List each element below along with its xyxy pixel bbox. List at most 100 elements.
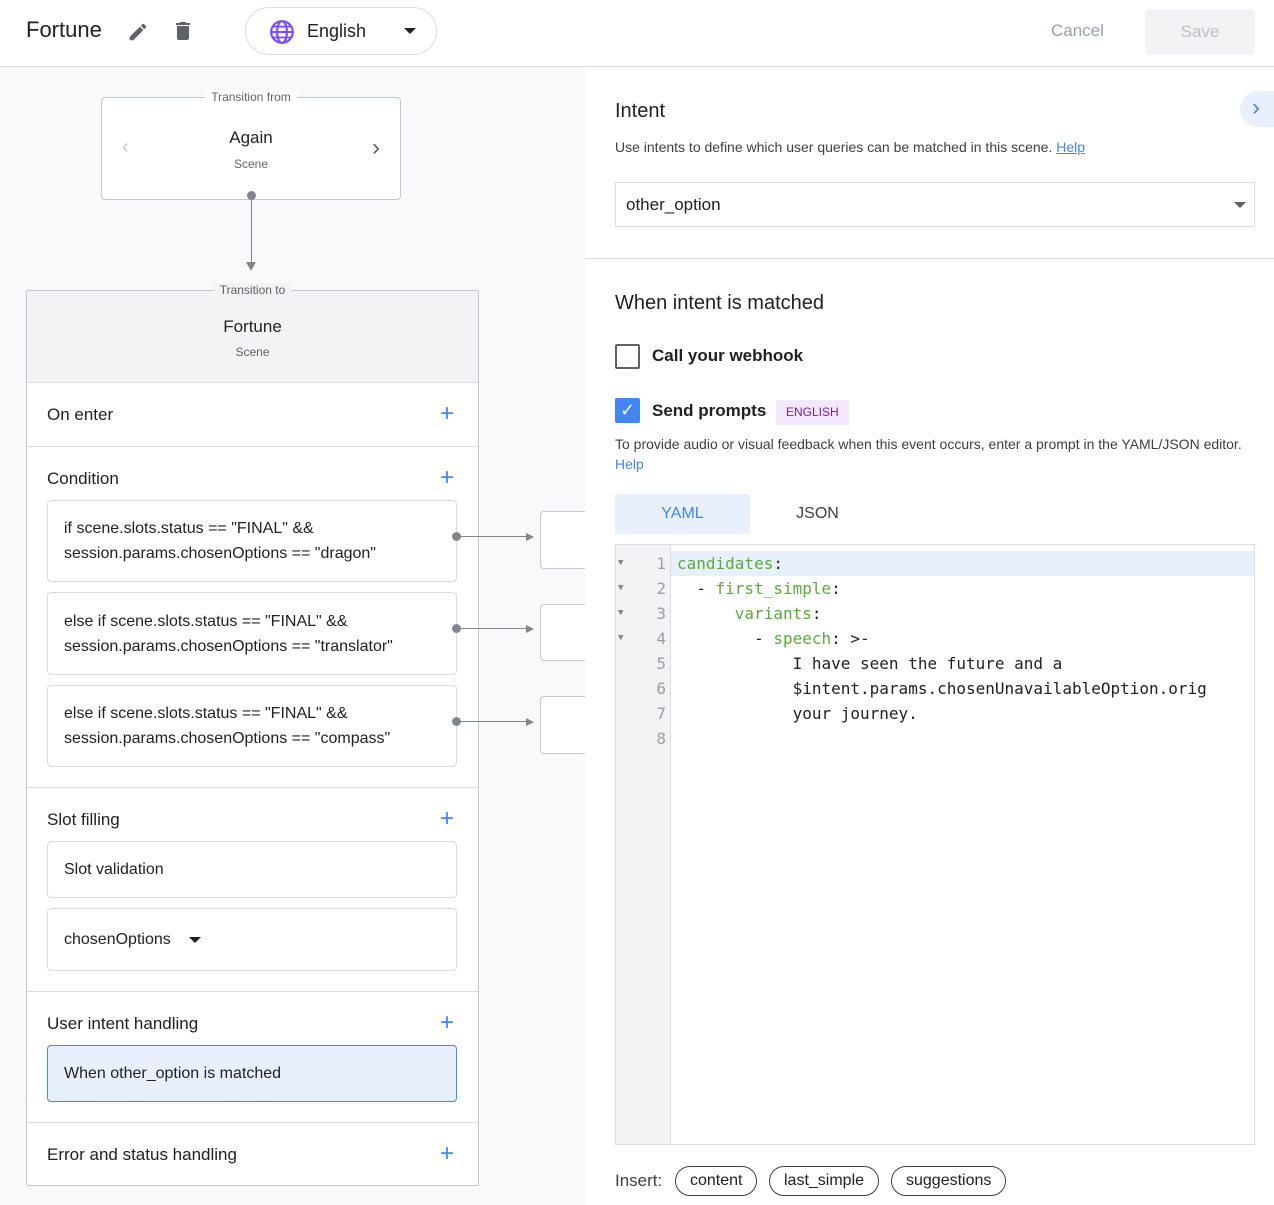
connector-dot <box>452 624 461 633</box>
line-number: 2 <box>656 579 666 598</box>
tab-json[interactable]: JSON <box>796 505 839 522</box>
code-value: I have seen the future and a <box>792 654 1063 673</box>
language-badge: ENGLISH <box>776 400 849 425</box>
intent-item-label: When other_option is matched <box>64 1065 282 1082</box>
insert-label: Insert: <box>615 1171 663 1190</box>
code-key: speech <box>773 629 832 648</box>
delete-trash-icon[interactable] <box>171 18 195 44</box>
insert-chip-suggestions[interactable]: suggestions <box>891 1166 1007 1196</box>
line-number: 7 <box>656 704 666 723</box>
chevron-left-icon[interactable]: ‹ <box>122 136 129 158</box>
code-text: $intent.params.chosenUnavailableOption.o… <box>677 676 1207 701</box>
arrow-right-icon <box>526 533 534 541</box>
from-scene-name: Again <box>229 128 273 147</box>
add-condition-plus-icon[interactable]: + <box>439 464 454 491</box>
slot-filling-section: Slot filling + Slot validation chosenOpt… <box>27 787 478 991</box>
target-scene-card[interactable] <box>540 696 590 754</box>
send-prompts-checkbox[interactable]: ✓ <box>615 398 640 423</box>
code-line: ▼ 2 - first_simple: <box>616 576 1254 601</box>
scene-card-header: Transition to Fortune Scene <box>27 283 478 382</box>
scene-card: Transition to Fortune Scene On enter + C… <box>26 283 479 1186</box>
code-line: 6 $intent.params.chosenUnavailableOption… <box>616 676 1254 701</box>
divider <box>585 258 1274 259</box>
code-key: candidates <box>677 554 774 573</box>
send-prompts-label: Send prompts <box>652 401 767 420</box>
condition-text: else if scene.slots.status == "FINAL" && <box>64 612 348 630</box>
help-link[interactable]: Help <box>1056 139 1086 155</box>
fold-arrow-icon[interactable]: ▼ <box>618 558 624 568</box>
code-value: : <box>831 579 841 598</box>
condition-text: session.params.chosenOptions == "compass… <box>64 730 391 747</box>
intent-select-value: other_option <box>626 195 721 214</box>
webhook-checkbox[interactable] <box>615 344 640 369</box>
code-value: : <box>773 554 783 573</box>
add-on-enter-plus-icon[interactable]: + <box>439 400 454 427</box>
code-text: - speech: >- <box>677 626 870 651</box>
edit-pencil-icon[interactable] <box>127 21 149 43</box>
code-indent: - <box>677 579 716 598</box>
code-indent <box>677 604 735 623</box>
prompts-description: To provide audio or visual feedback when… <box>615 434 1255 474</box>
code-value: : <box>811 604 822 623</box>
connector-dot <box>452 532 461 541</box>
language-label: English <box>307 21 367 41</box>
to-scene-name: Fortune <box>223 317 282 336</box>
transition-from-card[interactable]: Transition from ‹ Again Scene › <box>101 90 401 200</box>
condition-text: session.params.chosenOptions == "dragon" <box>64 545 376 562</box>
editor-gutter <box>616 545 671 1144</box>
scene-flow-canvas: Transition from ‹ Again Scene › Transiti… <box>0 67 590 1205</box>
intent-description: Use intents to define which user queries… <box>615 139 1085 155</box>
cancel-button[interactable]: Cancel <box>1051 21 1104 40</box>
connector-dot <box>247 191 256 200</box>
insert-chip-last-simple[interactable]: last_simple <box>769 1166 880 1196</box>
line-number: 8 <box>656 729 666 748</box>
fold-arrow-icon[interactable]: ▼ <box>618 633 624 643</box>
code-value: $intent.params.chosenUnavailableOption.o… <box>792 679 1207 698</box>
slot-item[interactable]: chosenOptions <box>47 908 457 971</box>
matched-title: When intent is matched <box>615 292 824 314</box>
condition-item[interactable]: if scene.slots.status == "FINAL" &&sessi… <box>47 500 457 582</box>
slot-validation-label: Slot validation <box>64 861 164 878</box>
fold-arrow-icon[interactable]: ▼ <box>618 583 624 593</box>
line-number: 5 <box>656 654 666 673</box>
prompts-description-text: To provide audio or visual feedback when… <box>615 436 1242 452</box>
arrow-right-icon <box>526 625 534 633</box>
intent-description-text: Use intents to define which user queries… <box>615 139 1053 155</box>
scene-title: Fortune <box>26 17 102 42</box>
slot-validation-item[interactable]: Slot validation <box>47 841 457 898</box>
line-number: 3 <box>656 604 666 623</box>
line-number: 4 <box>656 629 666 648</box>
code-text: - first_simple: <box>677 576 841 601</box>
condition-item[interactable]: else if scene.slots.status == "FINAL" &&… <box>47 592 457 675</box>
tab-yaml[interactable]: YAML <box>615 494 750 534</box>
save-button[interactable]: Save <box>1145 9 1255 55</box>
code-indent <box>677 679 793 698</box>
insert-chip-content[interactable]: content <box>675 1166 758 1196</box>
language-select[interactable]: English <box>245 7 437 55</box>
add-slot-plus-icon[interactable]: + <box>439 805 454 832</box>
on-enter-section[interactable]: On enter + <box>27 382 478 446</box>
add-intent-plus-icon[interactable]: + <box>439 1009 454 1036</box>
intent-select[interactable]: other_option <box>615 182 1255 227</box>
intent-title: Intent <box>615 100 666 122</box>
chevron-right-icon[interactable]: › <box>372 134 380 161</box>
arrow-down-icon <box>246 262 256 271</box>
target-scene-card[interactable] <box>540 511 590 569</box>
user-intent-section: User intent handling + When other_option… <box>27 991 478 1122</box>
code-key: first_simple <box>715 579 832 598</box>
code-text: your journey. <box>677 701 918 726</box>
dropdown-arrow-icon[interactable] <box>188 936 201 943</box>
transition-to-legend: Transition to <box>213 283 292 297</box>
fold-arrow-icon[interactable]: ▼ <box>618 608 624 618</box>
intent-item-selected[interactable]: When other_option is matched <box>47 1045 457 1102</box>
code-line: ▼3 variants: <box>616 601 1254 626</box>
error-section[interactable]: Error and status handling + <box>27 1122 478 1186</box>
from-scene-type: Scene <box>233 157 269 171</box>
condition-item[interactable]: else if scene.slots.status == "FINAL" &&… <box>47 685 457 767</box>
collapse-panel-chevron-icon[interactable]: › <box>1240 91 1274 127</box>
add-error-plus-icon[interactable]: + <box>439 1140 454 1167</box>
help-link[interactable]: Help <box>615 456 644 472</box>
target-scene-card[interactable] <box>540 604 590 661</box>
code-text: I have seen the future and a <box>677 651 1063 676</box>
